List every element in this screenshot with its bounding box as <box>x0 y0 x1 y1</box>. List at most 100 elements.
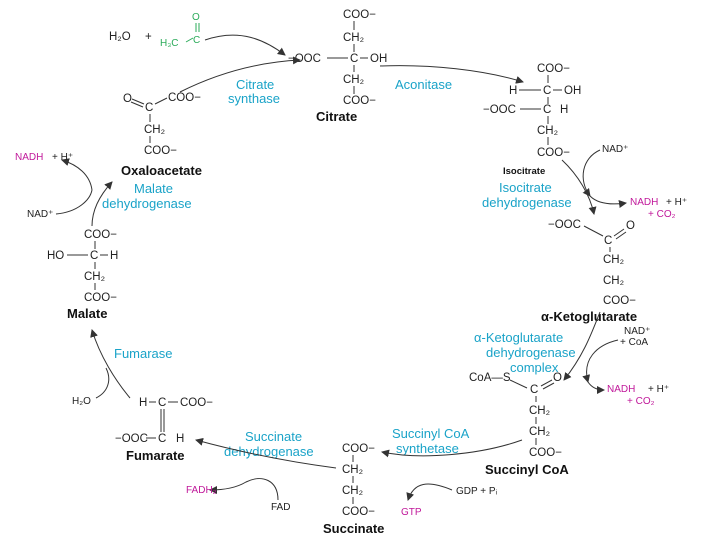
akg-dh-label-3: complex <box>510 360 559 375</box>
gdp-pi: GDP + Pᵢ <box>456 486 498 497</box>
akg-ch2-b: CH₂ <box>603 275 624 287</box>
akg-dh-label-2: dehydrogenase <box>486 345 576 360</box>
oxaloacetate-ch2: CH₂ <box>144 124 165 136</box>
nadh-out-arrow-1 <box>589 195 627 208</box>
akg-o: O <box>626 220 635 232</box>
co2-akg: + CO₂ <box>627 396 655 407</box>
coa-akg: + CoA <box>620 337 648 348</box>
citrate-c: C <box>350 53 358 65</box>
fumarate-label: Fumarate <box>126 448 185 463</box>
fumarate-c-bottom: C <box>158 433 166 445</box>
nadh-out-arrow-2 <box>587 381 605 394</box>
succinate-coo-top: COO− <box>342 443 375 455</box>
oxaloacetate-double-1 <box>131 98 145 105</box>
akg-double-1 <box>613 228 625 237</box>
malate-coo-top: COO− <box>84 229 117 241</box>
citrate-label: Citrate <box>316 109 357 124</box>
akg-ch2-a: CH₂ <box>603 254 624 266</box>
plus-sign: + <box>145 31 152 43</box>
oxaloacetate-coo-bottom: COO− <box>144 145 177 157</box>
nad-malate: NAD⁺ <box>27 209 53 220</box>
water-label: H₂O <box>109 31 131 43</box>
oxaloacetate-label: Oxaloacetate <box>121 163 202 178</box>
plus-h-akg: + H⁺ <box>648 384 669 395</box>
nad-in-arrow-2 <box>582 339 619 383</box>
oxaloacetate-c: C <box>145 102 153 114</box>
succinylcoa-bond-1 <box>509 379 528 389</box>
oxaloacetate-structure: O C COO− CH₂ COO− Oxaloacetate <box>121 92 202 178</box>
citrate-to-isocitrate-arrow <box>379 65 524 84</box>
succinylcoa-c: C <box>530 384 538 396</box>
succinylcoa-double-1 <box>540 379 553 387</box>
isocitrate-c1: C <box>543 85 551 97</box>
succinate-coo-bottom: COO− <box>342 506 375 518</box>
sdh-label-2: dehydrogenase <box>224 444 314 459</box>
akg-ooc: −OOC <box>548 219 581 231</box>
aconitase-label: Aconitase <box>395 77 452 92</box>
nad-isocitrate: NAD⁺ <box>602 144 628 155</box>
mdh-label-2: dehydrogenase <box>102 196 192 211</box>
citrate-oh: OH <box>370 53 387 65</box>
isocitrate-c2: C <box>543 104 551 116</box>
succinylcoa-coa-s: CoA—S <box>469 372 511 384</box>
citrate-ch2-b: CH₂ <box>343 74 364 86</box>
mdh-label-1: Malate <box>134 181 173 196</box>
succinylcoa-ch2-a: CH₂ <box>529 405 550 417</box>
isocitrate-coo-bottom: COO− <box>537 147 570 159</box>
citrate-synthase-label-2: synthase <box>228 91 280 106</box>
akg-coo: COO− <box>603 295 636 307</box>
malate-label: Malate <box>67 306 107 321</box>
malate-ho: HO <box>47 250 64 262</box>
citrate-coo-bottom: COO− <box>343 95 376 107</box>
isocitrate-ch2: CH₂ <box>537 125 558 137</box>
acetyl-input: H₂O + O C H₃C <box>109 12 200 49</box>
akg-c: C <box>604 235 612 247</box>
acetyl-oxygen: O <box>192 12 200 23</box>
isocitrate-to-akg-arrow <box>561 159 597 215</box>
succinate-ch2-a: CH₂ <box>342 464 363 476</box>
fumarate-ooc: −OOC <box>115 433 148 445</box>
succinylcoa-o: O <box>553 372 562 384</box>
acetyl-carbon: C <box>193 35 200 46</box>
akg-dh-label-1: α-Ketoglutarate <box>474 330 563 345</box>
acetyl-bond <box>185 37 194 43</box>
isocitrate-dh-label-2: dehydrogenase <box>482 195 572 210</box>
succinyl-coa-structure: CoA—S C O CH₂ CH₂ COO− Succinyl CoA <box>469 372 569 477</box>
citrate-coo-top: COO− <box>343 9 376 21</box>
oxaloacetate-double-2 <box>130 101 144 108</box>
citrate-structure: COO− CH₂ −OOC C OH CH₂ COO− Citrate <box>288 9 387 124</box>
nad-in-arrow-1 <box>582 149 601 197</box>
akg-to-succinylcoa-arrow <box>563 311 601 381</box>
fad-fadh2-arrow <box>209 478 279 501</box>
gtp-label: GTP <box>401 507 422 518</box>
gdp-gtp-arrow <box>406 483 453 501</box>
oxaloacetate-to-citrate-arrow <box>179 56 301 93</box>
fumarate-to-malate-arrow <box>90 329 131 399</box>
succinate-to-fumarate-arrow <box>195 437 337 469</box>
water-in-arrow <box>95 367 110 399</box>
isocitrate-h-right: H <box>560 104 568 116</box>
fumarase-label: Fumarase <box>114 346 173 361</box>
acetyl-methyl: H₃C <box>160 38 179 49</box>
succinylcoa-coo: COO− <box>529 447 562 459</box>
isocitrate-dh-label-1: Isocitrate <box>499 180 552 195</box>
isocitrate-label: Isocitrate <box>503 166 545 177</box>
succinylcoa-ch2-b: CH₂ <box>529 426 550 438</box>
oxaloacetate-coo: COO− <box>168 92 201 104</box>
succinylcoa-to-succinate-arrow <box>381 439 523 458</box>
malate-coo-bottom: COO− <box>84 292 117 304</box>
fumarate-structure: H C COO− −OOC C H Fumarate <box>115 397 213 463</box>
oxaloacetate-bond-1 <box>154 97 168 105</box>
nadh-out-arrow-3 <box>61 158 93 191</box>
isocitrate-coo-top: COO− <box>537 63 570 75</box>
h2o-fumarase: H₂O <box>72 396 91 407</box>
akg-bond-1 <box>583 225 604 237</box>
fad-label: FAD <box>271 502 290 513</box>
scs-label-2: synthetase <box>396 441 459 456</box>
plus-h-isocitrate: + H⁺ <box>666 197 687 208</box>
fumarate-coo: COO− <box>180 397 213 409</box>
nadh-akg: NADH <box>607 384 635 395</box>
nadh-isocitrate: NADH <box>630 197 658 208</box>
malate-h: H <box>110 250 118 262</box>
